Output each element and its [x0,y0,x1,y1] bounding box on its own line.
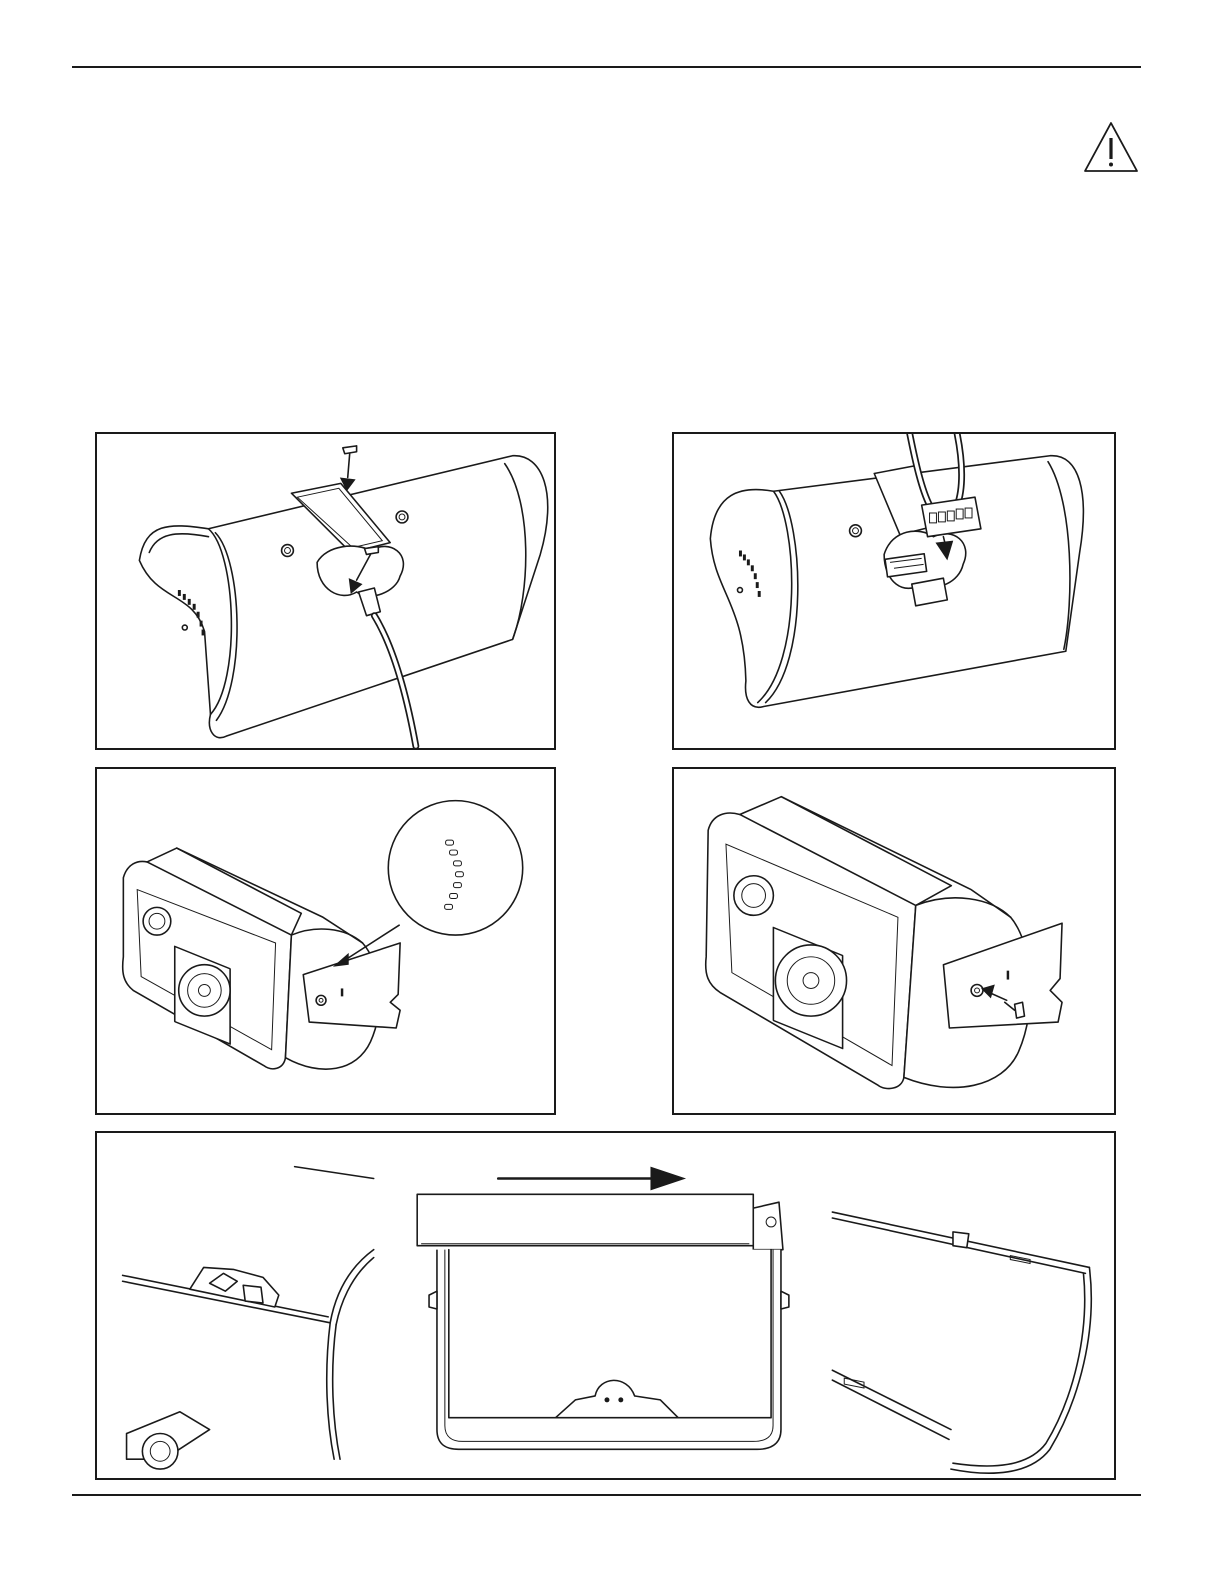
figure-insert-bracket-screw [672,767,1116,1115]
speaker-terminal-illustration [674,434,1114,748]
speaker-back-illustration [97,434,554,748]
grille-removal-sequence [97,1133,1114,1478]
warning-triangle-icon [1082,120,1140,174]
figure-bracket-hole-detail [95,767,556,1115]
grille-center [417,1194,789,1449]
figure-slide-grille-sequence [95,1131,1116,1480]
magnified-detail [388,801,522,935]
grille-closeup-left [123,1167,374,1469]
speaker-bracket-illustration [674,769,1114,1113]
grille-edge-right [832,1212,1091,1473]
figure-remove-cover-screws [95,432,556,750]
header-rule [72,66,1141,68]
figure-connect-terminal-block [672,432,1116,750]
speaker-front-illustration [97,769,554,1113]
footer-rule [72,1494,1141,1496]
